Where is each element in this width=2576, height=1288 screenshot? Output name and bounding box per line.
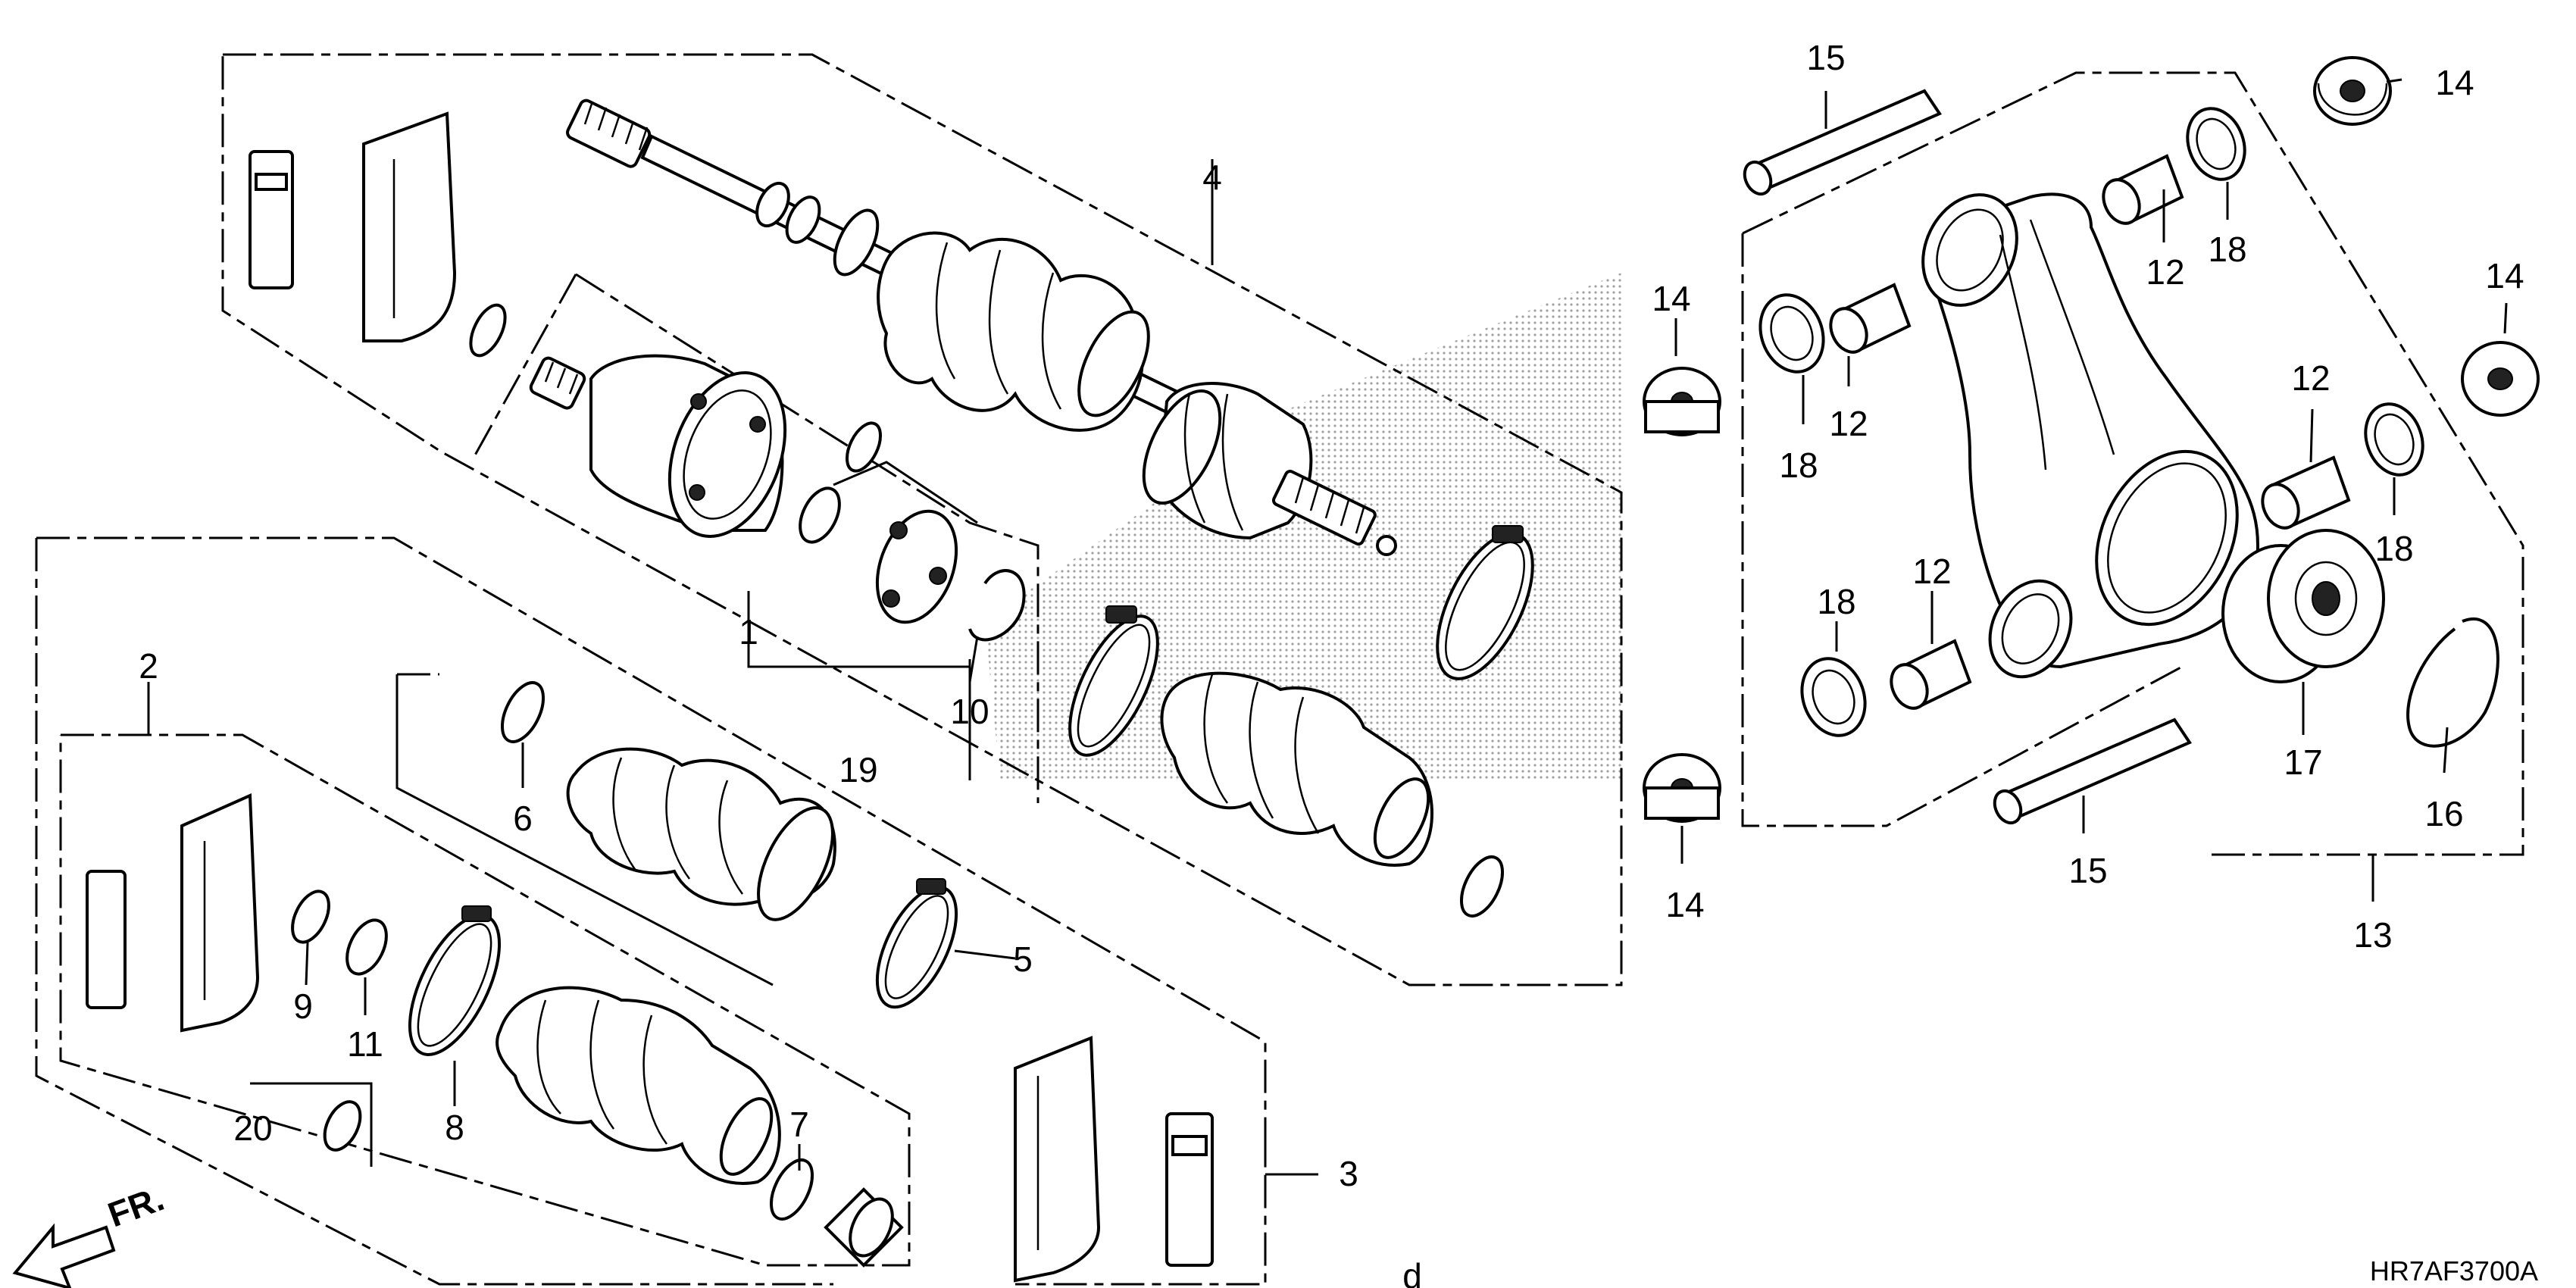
group-box-boot-set-3 <box>35 536 1267 1286</box>
callout-14-right: 14 <box>2485 256 2524 295</box>
callout-20: 20 <box>233 1108 272 1148</box>
boot-kit-3 <box>1014 1036 1214 1283</box>
group-box-inner-joint <box>471 273 1039 803</box>
band-clamp-8 <box>408 905 502 1056</box>
callout-12-bottom: 12 <box>1912 552 1951 591</box>
inner-joint-housing <box>529 354 787 538</box>
callout-14-left-lower: 14 <box>1665 885 1704 924</box>
seal-18-top <box>2186 107 2246 181</box>
small-clamp-center <box>1459 855 1505 918</box>
boot-6 <box>566 747 836 921</box>
callout-14-left-upper: 14 <box>1652 279 1690 318</box>
tubes-upper-left <box>249 111 457 342</box>
stray-character: d <box>1402 1256 1422 1288</box>
bushing-12-top <box>2102 154 2184 225</box>
callout-12-right: 12 <box>2291 358 2330 398</box>
callout-18-left-lower: 18 <box>1817 582 1855 621</box>
front-direction-label: FR. <box>103 1178 169 1234</box>
dust-cap-14-top <box>2313 56 2392 126</box>
band-clamp-large <box>1436 525 1534 680</box>
callout-17: 17 <box>2284 742 2322 782</box>
seal-18-left-upper <box>1758 293 1825 374</box>
seal-18-right <box>2364 402 2424 477</box>
bushing-12-left <box>1829 283 1912 354</box>
bushing-12-bottom <box>1890 639 1972 710</box>
circlip-10 <box>968 569 1026 642</box>
callout-18-right: 18 <box>2374 529 2413 568</box>
outer-boot <box>877 231 1150 432</box>
spider-bearing <box>833 461 978 624</box>
callout-labels: 1 2 3 4 5 6 7 8 9 10 11 12 12 12 12 13 1… <box>139 38 2524 1193</box>
circlip-bottom <box>824 1187 904 1268</box>
bushing-12-right <box>2261 455 2351 530</box>
leader-lines <box>147 78 2508 1176</box>
callout-16: 16 <box>2424 794 2463 833</box>
callout-12-left: 12 <box>1829 404 1868 443</box>
seal-18-left-lower <box>1800 657 1867 737</box>
callout-8: 8 <box>445 1108 464 1147</box>
drive-shaft <box>566 98 1397 556</box>
swing-arm <box>1921 192 2260 679</box>
group-box-shaft-assembly <box>221 53 1623 986</box>
callout-15-bottom: 15 <box>2068 851 2107 890</box>
front-direction-arrow: FR. <box>12 1178 169 1288</box>
inner-boot <box>1160 671 1433 867</box>
callout-18-left-upper: 18 <box>1779 445 1818 485</box>
callout-2: 2 <box>139 646 158 686</box>
group-box-boot-set-6 <box>395 673 774 986</box>
bearing-17 <box>2221 529 2385 683</box>
circlip-20 <box>250 1082 373 1167</box>
band-clamp-5 <box>875 878 958 1009</box>
circlip-16 <box>2406 617 2499 748</box>
dust-cap-14-right <box>2461 341 2540 417</box>
boot-kit-2 <box>86 792 388 1033</box>
group-box-arm-13 <box>1741 71 2524 856</box>
callout-6: 6 <box>513 799 533 838</box>
callout-7: 7 <box>789 1105 809 1144</box>
clamp-7 <box>769 1158 814 1221</box>
part-code: HR7AF3700A <box>2370 1255 2538 1286</box>
pin-15-upper <box>1743 89 1942 196</box>
callout-12-top: 12 <box>2146 252 2184 292</box>
callout-19: 19 <box>839 750 877 789</box>
callout-18-top: 18 <box>2208 230 2246 269</box>
boot-6-clamp <box>500 681 546 743</box>
callout-5: 5 <box>1013 939 1033 979</box>
callout-3: 3 <box>1339 1154 1358 1193</box>
dust-cap-14-left-upper <box>1643 367 1721 436</box>
band-clamp-center <box>1068 605 1159 757</box>
callout-14-top: 14 <box>2435 63 2474 102</box>
circlip-19-upper <box>799 421 882 544</box>
circlip-upper <box>469 303 507 358</box>
boot-8 <box>496 986 781 1185</box>
callout-4: 4 <box>1202 158 1222 197</box>
outer-joint <box>1142 382 1397 556</box>
dust-cap-14-left-lower <box>1643 753 1721 823</box>
callout-11: 11 <box>347 1024 383 1064</box>
callout-9: 9 <box>293 986 313 1026</box>
group-box-boot-set-2 <box>59 733 911 1267</box>
callout-10: 10 <box>950 692 989 731</box>
pin-15-lower <box>1993 717 2192 825</box>
callout-13: 13 <box>2353 915 2392 955</box>
callout-1: 1 <box>739 612 758 652</box>
callout-15-top: 15 <box>1806 38 1845 77</box>
